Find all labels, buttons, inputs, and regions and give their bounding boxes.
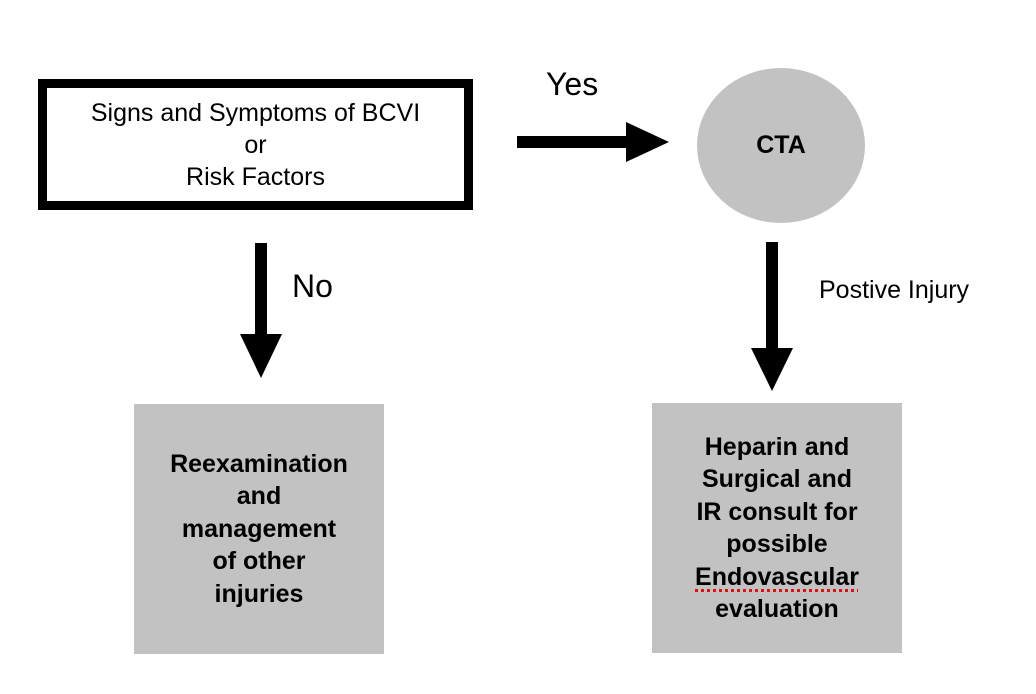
heparin-consult-line: evaluation xyxy=(715,595,839,623)
reexamination-line: and xyxy=(236,482,282,511)
reexamination-line: Reexamination xyxy=(170,449,348,478)
spellcheck-flagged-word: Endovascular xyxy=(695,562,859,591)
reexamination-line: management xyxy=(181,514,337,543)
arrow-no-head xyxy=(240,334,282,378)
start-node-line: Signs and Symptoms of BCVI xyxy=(90,98,421,127)
arrow-yes xyxy=(517,122,669,162)
heparin-consult-line: Surgical and xyxy=(701,465,853,493)
start-node-bcvi: Signs and Symptoms of BCVI or Risk Facto… xyxy=(38,79,473,210)
heparin-consult-line-endovascular: Endovascular xyxy=(695,561,859,594)
cta-node: CTA xyxy=(697,68,865,223)
edge-label-no: No xyxy=(292,268,333,304)
arrow-no-shaft xyxy=(255,243,267,338)
reexamination-text: Reexamination and management of other in… xyxy=(170,448,348,611)
arrow-positive-head xyxy=(751,348,793,391)
heparin-consult-node: Heparin and Surgical and IR consult for … xyxy=(652,403,902,653)
arrow-positive xyxy=(751,242,793,391)
arrow-no xyxy=(240,243,282,378)
cta-label: CTA xyxy=(756,131,806,159)
heparin-consult-line: Heparin and xyxy=(704,432,850,461)
heparin-consult-text: Heparin and Surgical and IR consult for … xyxy=(695,431,859,626)
edge-label-positive-injury: Postive Injury xyxy=(819,276,970,304)
start-node-line: or xyxy=(244,130,267,159)
heparin-consult-line: possible xyxy=(726,530,828,558)
reexamination-line: of other xyxy=(212,547,306,576)
start-node-line: Risk Factors xyxy=(186,162,325,191)
start-node-text: Signs and Symptoms of BCVI or Risk Facto… xyxy=(91,97,420,193)
reexamination-line: injuries xyxy=(214,579,304,608)
arrow-yes-head xyxy=(626,122,669,162)
reexamination-node: Reexamination and management of other in… xyxy=(134,404,384,654)
arrow-yes-shaft xyxy=(517,136,632,148)
edge-label-yes: Yes xyxy=(546,66,599,102)
heparin-consult-line: IR consult for xyxy=(696,497,858,526)
arrow-positive-shaft xyxy=(766,242,778,352)
